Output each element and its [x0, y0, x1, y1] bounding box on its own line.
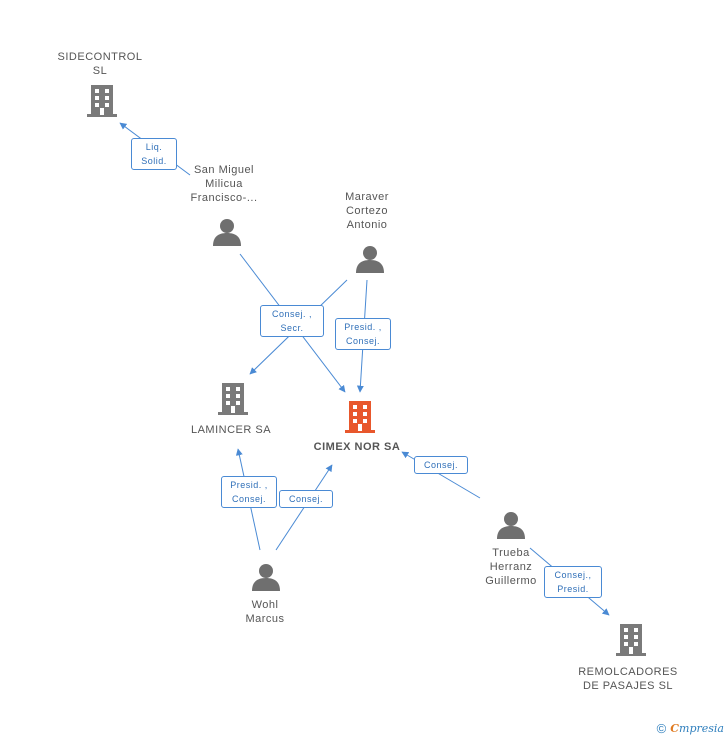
brand-logo: Cmpresia [670, 722, 724, 735]
wohl-person-icon[interactable] [252, 564, 280, 591]
edge-label-wohl-consej[interactable]: Consej. [279, 490, 333, 508]
node-label-cimex[interactable]: CIMEX NOR SA [313, 441, 401, 453]
sidecontrol-building-icon[interactable] [87, 85, 117, 117]
node-label-remolcadores[interactable]: REMOLCADORES DE PASAJES SL [578, 666, 678, 692]
cimex-building-icon[interactable] [345, 401, 375, 433]
edge-label-trueba-presid[interactable]: Consej., Presid. [544, 566, 602, 598]
node-label-sanmiguel[interactable]: San Miguel Milicua Francisco-... [190, 164, 258, 204]
trueba-person-icon[interactable] [497, 512, 525, 539]
remolcadores-building-icon[interactable] [616, 624, 646, 656]
node-label-lamincer[interactable]: LAMINCER SA [190, 424, 272, 436]
sanmiguel-person-icon[interactable] [213, 219, 241, 246]
lamincer-building-icon[interactable] [218, 383, 248, 415]
node-label-sidecontrol[interactable]: SIDECONTROL SL [57, 51, 143, 77]
edge-label-liq-solid[interactable]: Liq. Solid. [131, 138, 177, 170]
edge-label-maraver-presid[interactable]: Presid. , Consej. [335, 318, 391, 350]
footer-brand[interactable]: © Cmpresia [657, 721, 724, 736]
edge-label-sanmiguel-secr[interactable]: Consej. , Secr. [260, 305, 324, 337]
edge-label-wohl-presid[interactable]: Presid. , Consej. [221, 476, 277, 508]
edge-label-trueba-consej[interactable]: Consej. [414, 456, 468, 474]
node-label-trueba[interactable]: Trueba Herranz Guillermo [485, 547, 537, 587]
node-label-wohl[interactable]: Wohl Marcus [245, 599, 285, 625]
maraver-person-icon[interactable] [356, 246, 384, 273]
copyright-symbol: © [656, 721, 667, 736]
node-label-maraver[interactable]: Maraver Cortezo Antonio [345, 191, 389, 231]
